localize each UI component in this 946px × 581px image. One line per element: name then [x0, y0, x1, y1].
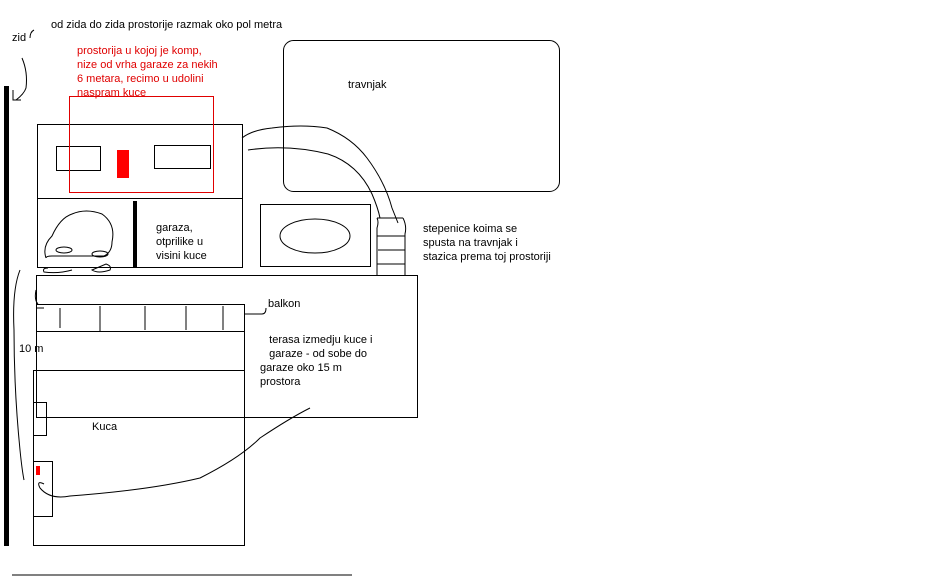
garage-block	[37, 198, 243, 268]
lawn-area	[283, 40, 560, 192]
stairs	[376, 217, 407, 276]
balcony-label: balkon	[268, 298, 301, 310]
house	[33, 370, 245, 546]
balcony-railing	[36, 306, 267, 331]
garage-divider	[133, 201, 137, 267]
balcony	[36, 304, 245, 332]
path-to-room	[241, 125, 399, 224]
wall-distance-label: od zida do zida prostorije razmak oko po…	[51, 19, 283, 31]
path-house-to-garage	[38, 407, 311, 498]
wall-label: zid	[12, 32, 27, 44]
room-outline	[69, 96, 214, 193]
room-window-right	[154, 145, 211, 169]
terrace-label: terasa izmedju kuce i garaze - od sobe d…	[260, 334, 373, 388]
room-note: prostorija u kojoj je komp, nize od vrha…	[77, 45, 218, 99]
length-label: 10 m	[19, 343, 44, 355]
wall-thick-line	[4, 86, 9, 546]
room-window-left	[56, 146, 101, 171]
computer-marker	[117, 150, 129, 178]
terrace-area	[36, 275, 418, 418]
house-room	[33, 461, 53, 517]
room-block	[37, 124, 243, 199]
stairs-label: stepenice koima se spusta na travnjak i …	[423, 223, 551, 263]
wall-pointer	[12, 29, 35, 101]
pool-box	[260, 204, 371, 267]
house-marker	[36, 466, 40, 475]
garage-label: garaza, otprilike u visini kuce	[156, 222, 207, 262]
pool	[279, 218, 351, 254]
house-door	[33, 402, 47, 436]
car-drawing	[43, 210, 114, 274]
lawn-label: travnjak	[348, 79, 387, 91]
length-arrow	[13, 269, 39, 481]
house-label: Kuca	[92, 421, 118, 433]
